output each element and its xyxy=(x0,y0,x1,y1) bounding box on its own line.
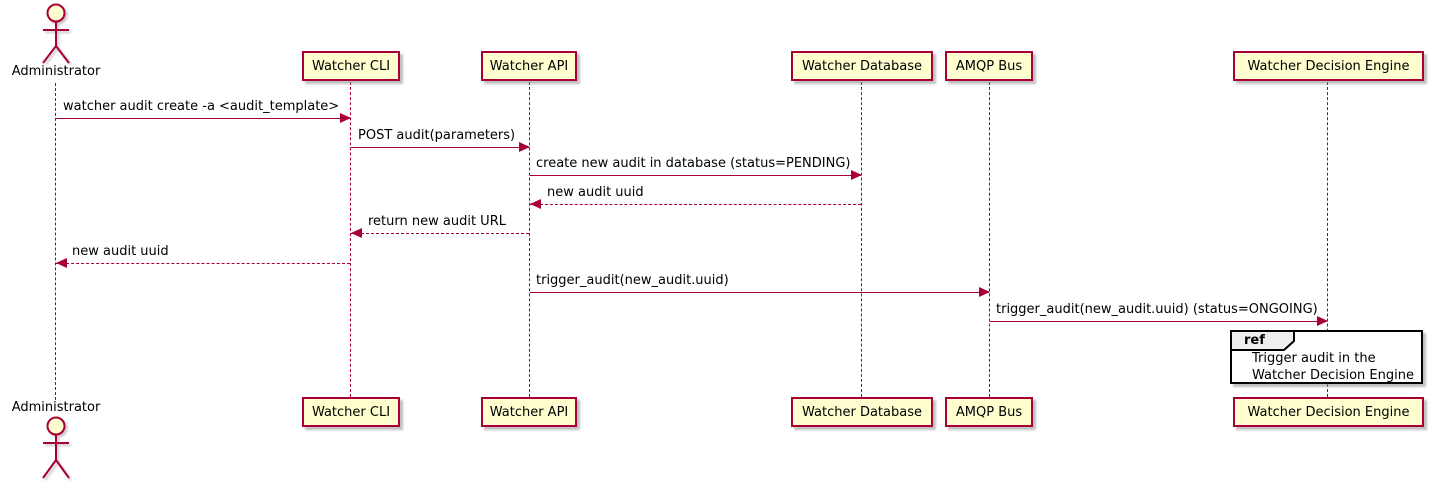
actor-label-administrator-top: Administrator xyxy=(11,64,101,79)
lifeline-watcher-cli xyxy=(350,82,351,397)
message-line-5 xyxy=(351,233,529,234)
participant-bottom-watcher-decision-engine: Watcher Decision Engine xyxy=(1233,397,1424,427)
message-line-7 xyxy=(530,292,989,293)
lifeline-watcher-decision-engine xyxy=(1327,82,1328,397)
message-label-6: new audit uuid xyxy=(72,244,169,259)
message-label-7: trigger_audit(new_audit.uuid) xyxy=(536,273,729,288)
arrowhead-right-7 xyxy=(979,287,990,297)
message-label-4: new audit uuid xyxy=(547,185,644,200)
participant-top-amqp-bus: AMQP Bus xyxy=(945,51,1033,81)
participant-bottom-watcher-database: Watcher Database xyxy=(791,397,933,427)
arrowhead-right-2 xyxy=(519,142,530,152)
actor-label-administrator-bottom: Administrator xyxy=(11,400,101,415)
participant-bottom-watcher-cli: Watcher CLI xyxy=(302,397,400,427)
message-label-3: create new audit in database (status=PEN… xyxy=(536,156,851,171)
ref-fragment: ref Trigger audit in the Watcher Decisio… xyxy=(1230,330,1423,384)
lifeline-watcher-api xyxy=(529,82,530,397)
participant-top-watcher-decision-engine: Watcher Decision Engine xyxy=(1233,51,1424,81)
administrator-actor-icon xyxy=(42,3,70,64)
message-line-1 xyxy=(56,118,350,119)
message-label-1: watcher audit create -a <audit_template> xyxy=(63,99,340,114)
ref-keyword: ref xyxy=(1244,333,1265,348)
participant-top-watcher-database: Watcher Database xyxy=(791,51,933,81)
arrowhead-right-3 xyxy=(851,170,862,180)
arrowhead-left-6 xyxy=(56,258,67,268)
message-line-2 xyxy=(351,147,529,148)
message-line-6 xyxy=(56,263,350,264)
message-line-4 xyxy=(530,204,861,205)
ref-tab-shape xyxy=(1230,330,1295,351)
message-label-8: trigger_audit(new_audit.uuid) (status=ON… xyxy=(996,302,1318,317)
arrowhead-left-5 xyxy=(351,228,362,238)
ref-fragment-line-2: Watcher Decision Engine xyxy=(1252,368,1414,383)
message-line-8 xyxy=(990,321,1327,322)
participant-top-watcher-api: Watcher API xyxy=(481,51,577,81)
ref-fragment-text: Trigger audit in the Watcher Decision En… xyxy=(1252,350,1414,384)
ref-fragment-line-1: Trigger audit in the xyxy=(1252,351,1376,366)
participant-bottom-watcher-api: Watcher API xyxy=(481,397,577,427)
participant-top-watcher-cli: Watcher CLI xyxy=(302,51,400,81)
arrowhead-right-1 xyxy=(340,113,351,123)
lifeline-watcher-database xyxy=(861,82,862,397)
participant-bottom-amqp-bus: AMQP Bus xyxy=(945,397,1033,427)
message-line-3 xyxy=(530,175,861,176)
lifeline-amqp-bus xyxy=(989,82,990,397)
administrator-actor-icon-bottom xyxy=(42,416,70,479)
arrowhead-right-8 xyxy=(1317,316,1328,326)
lifeline-administrator xyxy=(55,83,56,400)
arrowhead-left-4 xyxy=(530,199,541,209)
message-label-5: return new audit URL xyxy=(368,214,506,229)
message-label-2: POST audit(parameters) xyxy=(358,128,516,143)
